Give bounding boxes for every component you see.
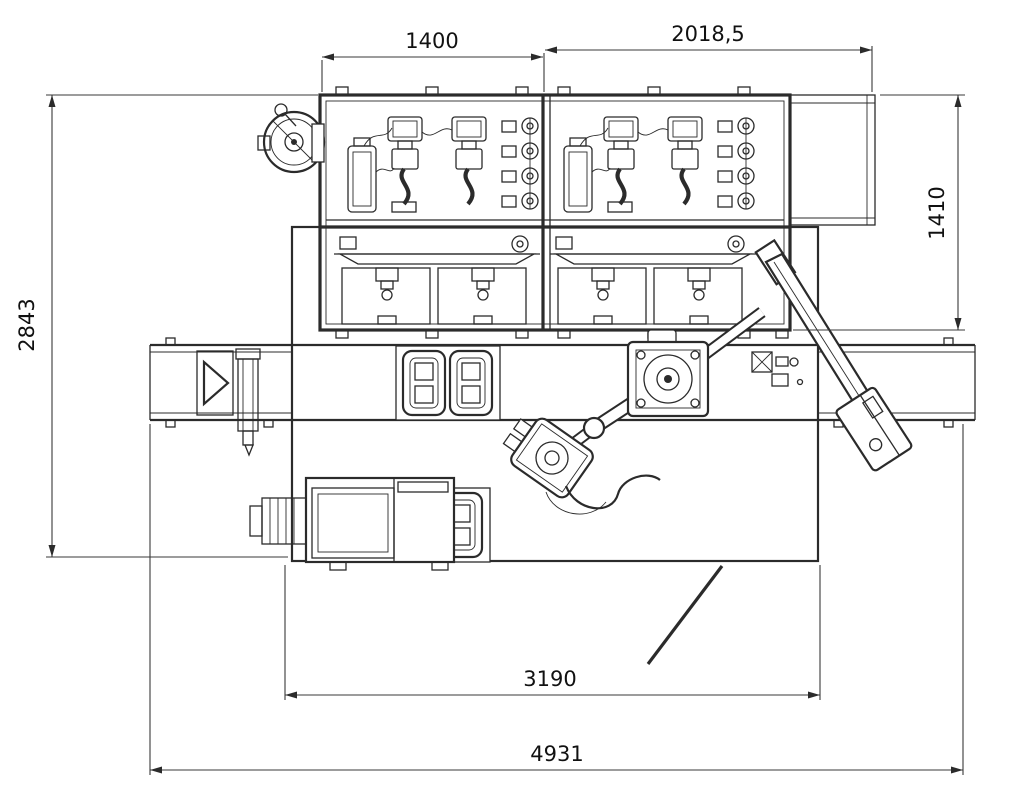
dimension-top-left-width: 1400 [321, 29, 545, 92]
dimension-label-3190: 3190 [523, 667, 576, 691]
dimension-left-height: 2843 [15, 94, 318, 558]
dimension-label-2018-5: 2018,5 [671, 22, 744, 46]
dimension-bottom-total-width: 4931 [149, 424, 964, 775]
tilt-arm [754, 238, 913, 472]
small-fittings [751, 351, 804, 387]
robot-arm [502, 307, 766, 515]
electrical-box [249, 476, 456, 564]
dimension-label-1410: 1410 [925, 186, 949, 239]
dimension-right-height: 1410 [793, 94, 965, 331]
top-cabinet-frame [318, 86, 792, 339]
dimension-label-1400: 1400 [405, 29, 458, 53]
door-swing-line [646, 565, 724, 665]
robot-tool-head [502, 417, 594, 499]
conveyor-direction-arrow [196, 350, 234, 416]
dimension-label-2843: 2843 [15, 298, 39, 351]
cable-reel [257, 103, 326, 174]
press-cylinder [235, 348, 261, 457]
dimension-label-4931: 4931 [530, 742, 583, 766]
side-annex [789, 94, 876, 226]
pallet-group-top [394, 344, 502, 422]
dimension-bottom-inner-width: 3190 [284, 565, 821, 700]
dimension-top-right-width: 2018,5 [545, 22, 873, 92]
